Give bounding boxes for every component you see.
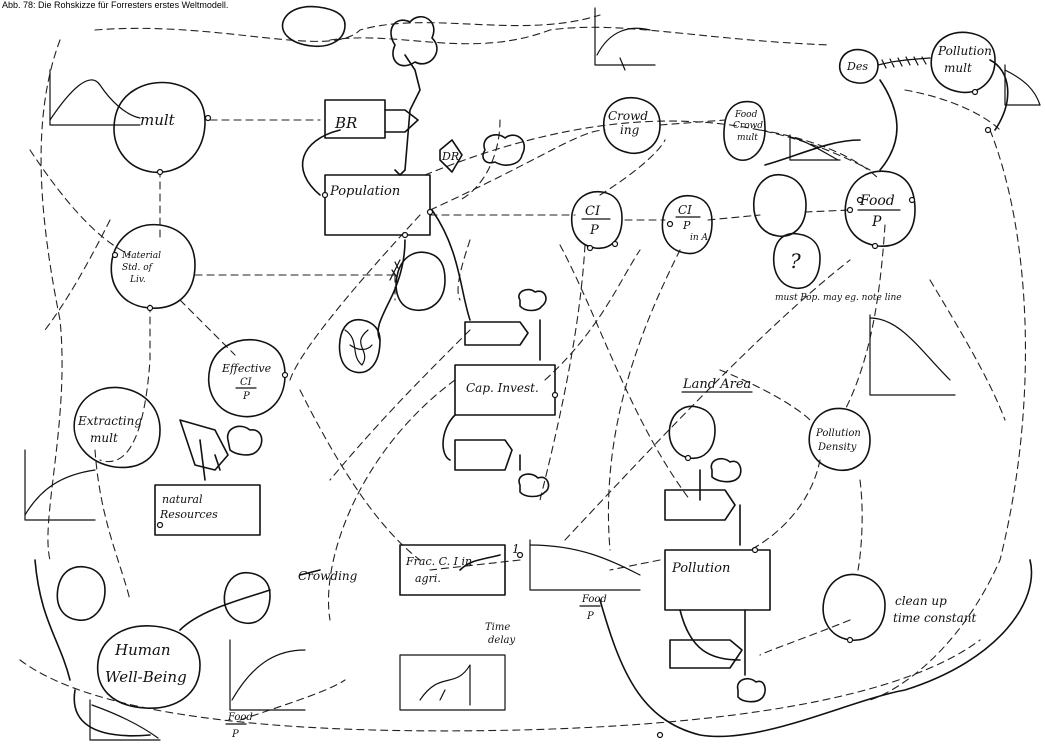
box-cap-outflow	[455, 440, 512, 470]
box-frac-ci	[400, 545, 505, 595]
label-ci-p-in-a-2: P	[682, 219, 691, 232]
label-food-p-bottom-1: Food	[581, 594, 607, 605]
label-food-crowd-1: Food	[734, 110, 758, 120]
graph-icon-right-middle	[870, 315, 955, 395]
label-mult: mult	[140, 111, 176, 129]
circle-left-bottom	[57, 567, 105, 621]
label-cap-invest: Cap. Invest.	[466, 381, 539, 395]
box-pollution-outflow	[670, 640, 742, 668]
circle-ci-p	[572, 192, 622, 249]
label-food-p-2: P	[871, 214, 882, 230]
label-time-delay-1: Time	[485, 622, 510, 633]
cloud-dr	[483, 135, 524, 165]
circle-hatched-left	[340, 320, 380, 373]
label-population: Population	[329, 184, 400, 199]
label-land-area: Land Area	[682, 377, 751, 392]
label-pollution-density-2: Density	[817, 442, 857, 453]
label-effective-3: P	[242, 391, 250, 402]
label-clean-up-1: clean up	[895, 594, 947, 608]
label-ci-p-1: CI	[585, 204, 601, 219]
label-br: BR	[334, 114, 357, 132]
hatched-connector	[878, 57, 930, 68]
cloud-natural	[228, 426, 262, 455]
label-food-p-bottom-2: P	[586, 611, 594, 622]
label-material-3: Liv.	[129, 275, 146, 285]
label-effective-1: Effective	[221, 362, 272, 375]
label-dr: DR	[441, 150, 459, 163]
label-pollution-mult-1: Pollution	[937, 44, 992, 58]
label-food-p-left-2: P	[231, 729, 239, 740]
label-ci-p-in-a-3: in A	[690, 233, 709, 243]
label-effective-2: CI	[240, 377, 253, 388]
label-des: Des	[846, 60, 868, 73]
graph-icon-human-bottom	[230, 640, 305, 710]
graph-icon-top-center	[595, 8, 655, 70]
circle-land-graph	[669, 406, 715, 458]
circle-right-of-pop	[396, 252, 445, 310]
label-food-crowd-2: Crowd	[733, 121, 763, 131]
label-time-delay-2: delay	[488, 635, 515, 646]
box-bottom-sketch	[400, 655, 505, 710]
label-crowding-bottom: Crowding	[298, 569, 358, 583]
box-nat-outflow	[180, 420, 228, 470]
box-pollution	[665, 550, 770, 610]
graph-icon-pollution-mult	[1005, 65, 1040, 105]
label-natural-2: Resources	[159, 508, 218, 521]
box-cap-inflow	[465, 322, 528, 345]
label-ci-p-in-a-1: CI	[678, 203, 692, 217]
graph-icon-food-p-bottom	[530, 540, 640, 590]
label-food-crowd-3: mult	[737, 133, 758, 143]
cloud-cap	[519, 290, 546, 311]
circle-pollution-density	[809, 408, 870, 470]
label-food-p-1: Food	[859, 193, 895, 209]
graph-icon-food-crowd	[790, 135, 840, 160]
label-one-mark: 1	[512, 542, 520, 556]
circles	[57, 7, 995, 709]
handwritten-labels: mult BR DR Population Crowd ing Food Cro…	[77, 44, 992, 740]
label-pollution: Pollution	[671, 561, 730, 576]
label-human-2: Well-Being	[105, 668, 187, 686]
graph-icon-human-left	[90, 700, 160, 740]
label-material-1: Material	[121, 251, 161, 261]
label-ci-p-2: P	[589, 223, 599, 238]
levels	[155, 100, 770, 710]
label-natural-1: natural	[162, 493, 203, 506]
label-question: ?	[790, 249, 801, 273]
label-clean-up-2: time constant	[893, 611, 976, 625]
label-frac-ci-1: Frac. C. I in	[405, 555, 472, 568]
label-human-1: Human	[114, 641, 171, 659]
cloud-pollution	[711, 459, 741, 482]
label-frac-ci-2: agri.	[415, 572, 441, 585]
label-extracting-1: Extracting	[77, 414, 142, 428]
label-crowding-2: ing	[620, 123, 640, 137]
label-pollution-mult-2: mult	[944, 61, 972, 75]
cloud-pollution-bottom	[738, 679, 766, 702]
circle-human-well-being	[98, 626, 200, 708]
label-must-pop: must Pop. may eg. note line	[775, 293, 902, 303]
graph-icon-left-middle	[25, 450, 95, 520]
label-material-2: Std. of	[122, 263, 154, 273]
circle-clean-up	[823, 574, 885, 640]
circle-graph-right	[754, 175, 806, 237]
graph-icons	[25, 8, 1040, 740]
label-extracting-2: mult	[90, 431, 118, 445]
solid-links	[35, 55, 1031, 736]
graph-icon-top-left	[50, 70, 140, 125]
label-crowding-1: Crowd	[608, 109, 648, 123]
label-food-p-left-1: Food	[227, 712, 253, 723]
label-pollution-density-1: Pollution	[815, 428, 861, 439]
